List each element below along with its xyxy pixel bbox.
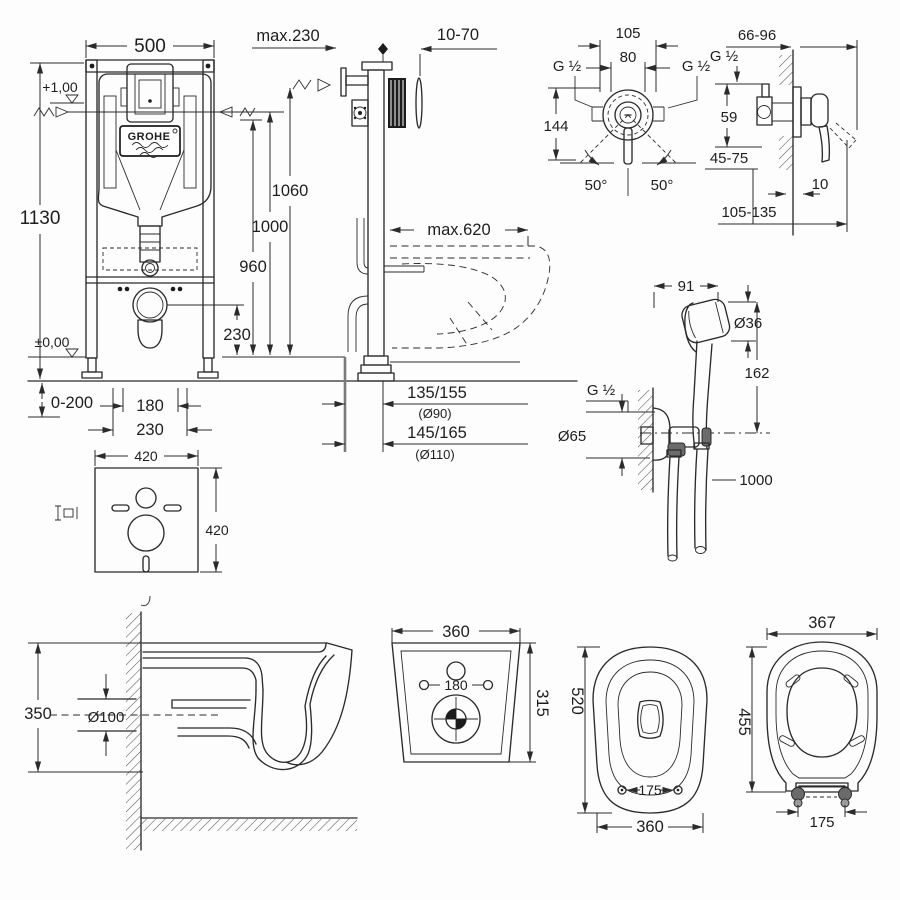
dim-frame-width: 500 <box>134 36 166 57</box>
dim-foot-adjust: 0-200 <box>51 394 93 412</box>
dim-wall-finish: 10-70 <box>437 26 479 44</box>
dim-mixer-105-135: 105-135 <box>721 204 776 221</box>
thread-shower: G ½ <box>587 382 616 399</box>
mixer-side-view: 66-96 G ½ 59 45-75 10 105-135 <box>705 27 858 236</box>
level-mark-floor: ±0,00 <box>35 334 70 350</box>
seat-view: 367 455 175 <box>735 614 878 831</box>
dim-shower-head: Ø36 <box>734 315 762 332</box>
dim-hinge-175: 175 <box>809 814 834 831</box>
thread-side: G ½ <box>710 48 739 65</box>
level-mark-top: +1,00 <box>42 79 78 95</box>
dim-bowl-height: 350 <box>24 705 52 723</box>
dim-angle-left: 50° <box>585 177 608 194</box>
dim-shower-162: 162 <box>744 365 769 382</box>
dim-pad-width: 420 <box>134 448 158 464</box>
dim-mixer-10: 10 <box>812 176 829 193</box>
dim-drain-a: 135/155 <box>407 384 467 402</box>
bowl-side-section: 350 Ø100 <box>24 611 358 851</box>
dim-bolt-spacing: 180 <box>136 397 164 415</box>
hygienic-shower-view: 91 Ø36 162 G ½ Ø65 1000 <box>558 278 773 562</box>
thread-left: G ½ <box>553 58 582 75</box>
dim-drain-height: 230 <box>223 326 251 344</box>
dim-mixer-66-96: 66-96 <box>738 27 776 44</box>
dim-mixer-45-75: 45-75 <box>710 150 748 167</box>
dim-hose-length: 1000 <box>739 472 772 489</box>
frame-front-view: 500 1130 +1,00 GROHE 230 <box>20 36 578 439</box>
dim-mixer-105: 105 <box>615 25 640 42</box>
mixer-front-view: 105 80 G ½ G ½ 144 50° 50° <box>543 25 711 196</box>
dim-pad-height: 420 <box>205 522 229 538</box>
dim-outlet-spacing: 230 <box>136 421 164 439</box>
dim-seat-width: 367 <box>808 614 836 632</box>
dim-max-bowl-depth: max.620 <box>427 221 490 239</box>
bowl-top-view: 520 175 360 <box>568 646 708 836</box>
dim-seat-bolt-175: 175 <box>638 782 662 798</box>
screw-icon <box>55 505 78 521</box>
dim-mixer-144: 144 <box>543 118 568 135</box>
seat-bumpers <box>779 674 865 747</box>
dim-drain-a-dia: (Ø90) <box>418 406 451 421</box>
grohe-logo: GROHE <box>119 125 181 158</box>
thread-right: G ½ <box>682 58 711 75</box>
dim-bowl-top-width: 360 <box>636 818 664 836</box>
dim-1060: 1060 <box>272 182 309 200</box>
frame-side-view: max.230 10-70 max.620 135/155 (Ø90) 145/… <box>252 26 551 462</box>
dim-1000: 1000 <box>252 218 289 236</box>
bowl-front-view: 360 180 315 <box>391 623 551 763</box>
dim-frame-height: 1130 <box>20 208 61 229</box>
dim-mixer-80: 80 <box>620 49 637 66</box>
brand-text: GROHE <box>128 131 171 143</box>
dim-outlet-dia: Ø100 <box>88 709 125 726</box>
dim-shower-91: 91 <box>678 278 695 295</box>
dim-seat-length: 455 <box>735 708 753 736</box>
dim-mixer-59: 59 <box>721 109 738 126</box>
dim-max-depth: max.230 <box>256 27 319 45</box>
sound-pad-view: 420 420 <box>55 448 229 607</box>
dim-drain-b: 145/165 <box>407 424 467 442</box>
dim-bowl-bolt-180: 180 <box>444 677 468 693</box>
dim-bowl-length: 520 <box>568 687 586 715</box>
dim-escutcheon: Ø65 <box>558 428 586 445</box>
dim-bowl-front-height: 315 <box>533 689 551 717</box>
dim-960: 960 <box>239 258 267 276</box>
dim-angle-right: 50° <box>651 177 674 194</box>
dim-drain-b-dia: (Ø110) <box>415 447 455 462</box>
dim-bowl-width: 360 <box>442 623 470 641</box>
